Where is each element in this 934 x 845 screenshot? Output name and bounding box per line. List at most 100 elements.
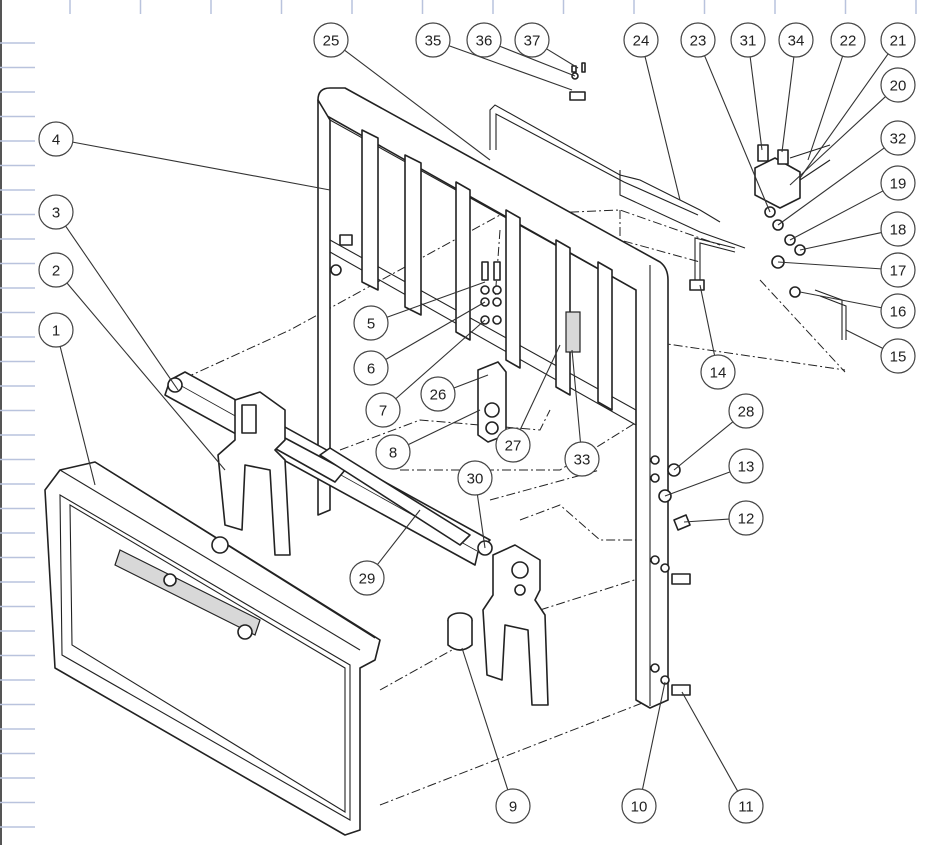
balloon-number: 23	[690, 33, 707, 50]
balloon-circle	[495, 427, 531, 463]
balloon-number: 28	[738, 404, 755, 421]
fork-carriage	[44, 461, 381, 836]
balloon-circle	[420, 376, 456, 412]
balloon-number: 31	[740, 33, 757, 50]
leader-line-4	[72, 141, 331, 191]
balloon-number: 33	[574, 452, 591, 469]
balloon-circle	[728, 393, 764, 429]
balloon-circle	[880, 22, 916, 58]
balloon-number: 13	[738, 459, 755, 476]
balloon-item-13: 13	[728, 448, 764, 484]
leader-line-29	[377, 509, 421, 565]
leader-line-5	[386, 281, 486, 318]
balloon-item-7: 7	[365, 392, 401, 428]
leader-line-7	[395, 319, 486, 400]
balloon-circle	[495, 788, 531, 824]
balloon-number: 8	[389, 445, 397, 462]
balloon-circle	[880, 67, 916, 103]
leader-line-37	[546, 48, 579, 69]
balloon-circle	[38, 121, 74, 157]
balloon-item-34: 34	[778, 22, 814, 58]
balloon-number: 5	[367, 316, 375, 333]
leader-line-15	[845, 329, 884, 349]
balloon-circle	[38, 312, 74, 348]
balloon-circle	[38, 252, 74, 288]
leader-line-24	[644, 56, 681, 201]
leader-line-23	[704, 55, 771, 213]
balloon-number: 12	[738, 511, 755, 528]
balloon-circle	[728, 500, 764, 536]
fork-hanger-right	[482, 544, 549, 706]
leader-line-36	[499, 45, 576, 77]
balloon-number: 22	[840, 33, 857, 50]
balloon-item-4: 4	[38, 121, 74, 157]
leader-lines	[59, 45, 889, 792]
balloon-item-33: 33	[564, 441, 600, 477]
balloon-item-24: 24	[623, 22, 659, 58]
balloon-item-1: 1	[38, 312, 74, 348]
balloon-number: 11	[738, 799, 754, 816]
fasteners-right	[658, 463, 691, 696]
leader-line-12	[683, 518, 730, 523]
balloon-number: 16	[890, 304, 907, 321]
balloon-item-10: 10	[621, 788, 657, 824]
leader-line-11	[681, 691, 739, 792]
balloon-item-30: 30	[457, 460, 493, 496]
leader-line-22	[807, 55, 844, 161]
balloon-number: 21	[890, 33, 907, 50]
balloon-item-20: 20	[880, 67, 916, 103]
balloon-item-3: 3	[38, 194, 74, 230]
balloon-item-22: 22	[830, 22, 866, 58]
balloon-circle	[730, 22, 766, 58]
balloon-number: 1	[52, 323, 60, 340]
balloon-circle	[313, 22, 349, 58]
balloon-number: 27	[505, 438, 522, 455]
balloon-number: 20	[890, 78, 907, 95]
balloon-number: 14	[710, 365, 727, 382]
leader-line-21	[799, 53, 889, 179]
balloon-circle	[457, 460, 493, 496]
hydraulic-valve-block	[754, 144, 831, 298]
leader-line-26	[453, 374, 489, 389]
leader-line-18	[799, 232, 882, 251]
balloon-item-17: 17	[880, 252, 916, 288]
balloon-circle	[680, 22, 716, 58]
balloon-number: 18	[890, 222, 907, 239]
balloon-item-5: 5	[353, 305, 389, 341]
balloon-item-31: 31	[730, 22, 766, 58]
leader-line-9	[461, 647, 509, 790]
balloon-number: 15	[890, 349, 907, 366]
balloon-circle	[880, 338, 916, 374]
balloon-number: 2	[52, 263, 60, 280]
balloon-circle	[353, 350, 389, 386]
balloon-number: 17	[890, 263, 907, 280]
leader-line-16	[799, 291, 882, 309]
balloon-item-8: 8	[375, 434, 411, 470]
balloon-item-26: 26	[420, 376, 456, 412]
balloon-circle	[830, 22, 866, 58]
balloon-item-19: 19	[880, 165, 916, 201]
leader-line-35	[448, 45, 573, 91]
balloon-number: 3	[52, 205, 60, 222]
leader-line-2	[66, 282, 226, 471]
leader-line-19	[789, 190, 884, 241]
balloon-number: 7	[379, 403, 387, 420]
balloon-item-23: 23	[680, 22, 716, 58]
balloon-circle	[415, 22, 451, 58]
balloon-item-9: 9	[495, 788, 531, 824]
balloon-circle	[38, 194, 74, 230]
fork-hanger-left	[217, 391, 291, 556]
balloon-number: 10	[631, 799, 648, 816]
leader-line-8	[408, 409, 481, 446]
balloon-circle	[514, 22, 550, 58]
leader-line-27	[519, 344, 561, 430]
balloon-circle	[880, 252, 916, 288]
balloon-number: 6	[367, 361, 375, 378]
leader-line-6	[385, 301, 486, 360]
balloon-number: 25	[323, 33, 340, 50]
balloon-number: 19	[890, 176, 907, 193]
balloon-item-21: 21	[880, 22, 916, 58]
balloon-number: 36	[476, 33, 493, 50]
leader-line-32	[777, 147, 885, 226]
balloon-item-14: 14	[700, 354, 736, 390]
